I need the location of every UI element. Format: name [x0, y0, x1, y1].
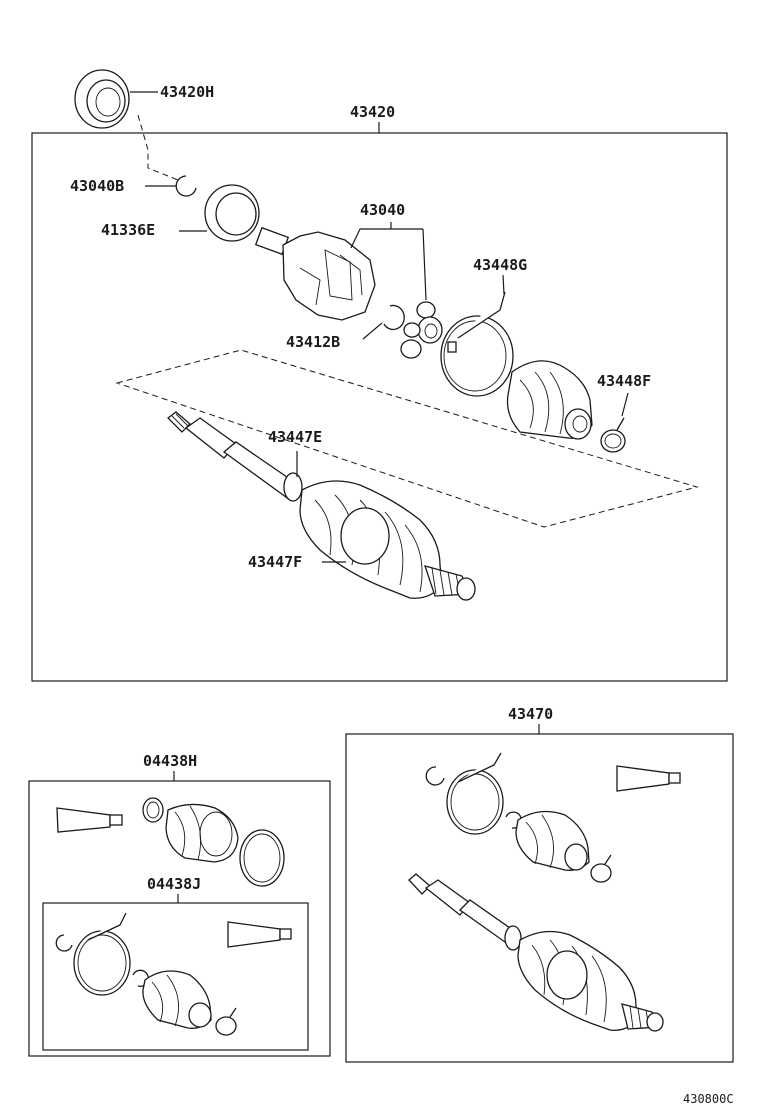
label-shaft-clamp: 43447E [268, 428, 322, 446]
label-seal: 43420H [160, 83, 214, 101]
alt-snap-ring-part [425, 766, 445, 786]
kit-inner-small-clamp-part [215, 1007, 237, 1036]
label-kit-outer: 04438H [143, 752, 197, 770]
label-alt-assembly: 43470 [508, 705, 553, 723]
kit-inner-grease-tube-part [227, 921, 292, 948]
seal-dashed-leader [137, 114, 179, 181]
inner-joint-bracket-right [422, 228, 427, 301]
large-boot-clamp-leader [502, 274, 505, 295]
label-snap-ring: 43040B [70, 177, 124, 195]
alt-boot-part [515, 810, 590, 871]
alt-big-clamp-part [446, 752, 504, 835]
bearing-ring-part [204, 184, 260, 242]
snap-ring-part [175, 175, 197, 197]
drive-shaft-part [167, 411, 303, 502]
inner-boot-part [506, 360, 593, 440]
boot-kit-dashed-outline [115, 349, 699, 528]
small-boot-clamp-part [600, 417, 626, 453]
label-kit-inner: 04438J [147, 875, 201, 893]
kit-inner-snap-ring-part [55, 934, 73, 952]
kit-large-clamp-part [239, 829, 285, 887]
kit-outer-boot-part [165, 803, 239, 863]
alt-grease-tube-part [616, 765, 681, 792]
grease-tube-part [56, 807, 123, 833]
alt-small-clamp-part [590, 854, 612, 883]
alt-drive-shaft-part [408, 873, 664, 1032]
kit-clamp-ring-part [142, 797, 164, 823]
label-boot-clamp-large: 43448G [473, 256, 527, 274]
label-outer-boot-clamp: 43447F [248, 553, 302, 571]
image-code: 430800C [683, 1092, 734, 1106]
tripod-spider-part [400, 301, 443, 359]
label-inner-joint: 43040 [360, 201, 405, 219]
inner-joint-bracket-left [350, 228, 361, 249]
small-boot-clamp-leader [621, 392, 629, 417]
label-main-assembly: 43420 [350, 103, 395, 121]
outer-cv-boot-part [299, 480, 443, 599]
kit-outer-frame [28, 780, 331, 1057]
kit-inner-frame [42, 902, 309, 1051]
inner-joint-housing-part [254, 226, 376, 321]
label-circlip: 43412B [286, 333, 340, 351]
large-boot-clamp-part [440, 291, 514, 397]
circlip-leader [362, 322, 383, 340]
label-bearing-ring: 41336E [101, 221, 155, 239]
kit-inner-boot-part [142, 970, 212, 1029]
circlip-part [383, 304, 405, 331]
kit-inner-big-clamp-part [73, 912, 131, 996]
label-boot-clamp-small: 43448F [597, 372, 651, 390]
outer-stub-shaft-part [424, 565, 476, 601]
seal-part [74, 69, 130, 129]
